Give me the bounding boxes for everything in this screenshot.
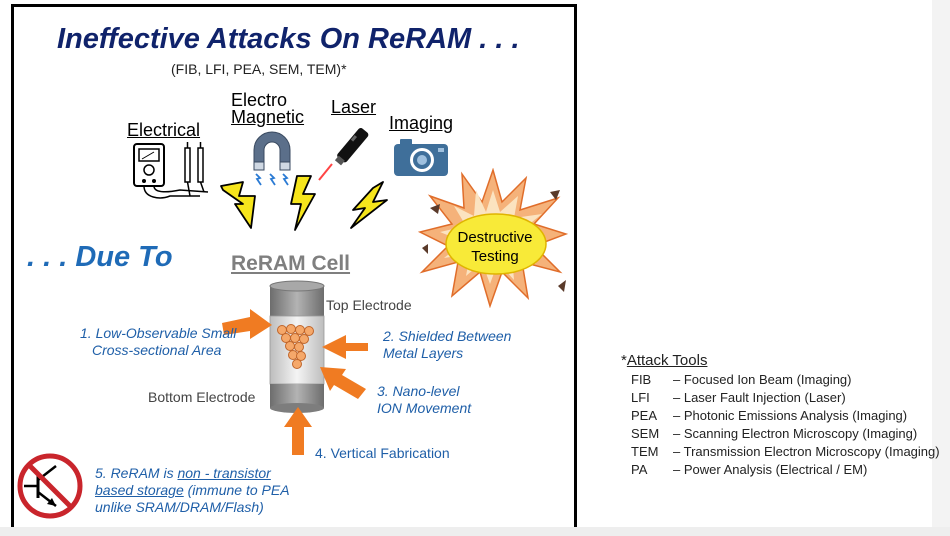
laser-pointer-icon [318,127,369,181]
legend-abbr: PEA [631,408,658,423]
legend-row: LFI – Laser Fault Injection (Laser) [621,389,931,407]
magnet-icon [253,131,291,186]
non-transistor-link[interactable]: non - transistor [177,465,271,481]
page-title: Ineffective Attacks On ReRAM . . . [57,23,520,55]
explosion-burst-icon [418,168,568,308]
ion-filament-group [277,324,314,369]
multimeter-icon [133,142,209,199]
arrow-reason-4 [284,407,312,455]
legend-desc: – Photonic Emissions Analysis (Imaging) [673,408,908,423]
reason-1-label: 1. Low-Observable Small Cross-sectional … [80,325,236,359]
lightning-bolts-group [220,175,388,231]
attack-tools-legend: *Attack Tools FIB – Focused Ion Beam (Ima… [621,352,940,479]
label-laser: Laser [331,97,377,117]
arrow-reason-1 [222,309,272,339]
top-electrode-label: Top Electrode [326,297,412,313]
arrow-reason-3 [320,367,366,399]
reason-5-line2-rest: (immune to PEA [183,482,290,498]
bottom-band [0,527,950,536]
reason-1-line2: Cross-sectional Area [92,342,222,358]
lightning-bolt-icon [290,175,316,231]
legend-row: FIB – Focused Ion Beam (Imaging) [621,371,931,389]
reason-3-line1: 3. Nano-level [377,383,460,399]
label-electrical: Electrical [127,120,201,140]
lightning-bolt-icon [350,181,388,229]
burst-label-line1: Destructive [457,229,533,246]
legend-abbr: TEM [631,444,659,459]
right-edge-band [932,0,950,527]
reason-2-line2: Metal Layers [383,345,464,361]
legend-desc: – Scanning Electron Microscopy (Imaging) [673,426,918,441]
legend-row: TEM – Transmission Electron Microscopy (I… [621,443,940,461]
reram-cell-title: ReRAM Cell [231,252,351,275]
reason-3-line2: ION Movement [377,400,472,416]
page-subtitle: (FIB, LFI, PEA, SEM, TEM)* [171,61,347,77]
legend-abbr: FIB [631,372,652,387]
no-transistor-icon [17,453,83,519]
bottom-electrode-label: Bottom Electrode [148,389,256,405]
legend-title-text: Attack Tools [626,352,708,369]
legend-desc: – Focused Ion Beam (Imaging) [673,372,852,387]
reason-1-line1: 1. Low-Observable Small [80,325,237,341]
arrows-group [222,309,368,455]
reason-5-label: 5. ReRAM is non - transistor based stora… [95,465,290,516]
legend-title: *Attack Tools [621,352,931,369]
reason-2-label: 2. Shielded Between Metal Layers [383,328,511,362]
legend-star: * [621,352,627,369]
label-imaging: Imaging [389,113,454,133]
arrow-reason-2 [322,335,368,359]
legend-abbr: SEM [631,426,660,441]
reason-2-line1: 2. Shielded Between [383,328,512,344]
camera-icon [394,139,448,176]
reason-5-prefix: 5. ReRAM is [95,465,178,481]
reason-5-line3: unlike SRAM/DRAM/Flash) [95,499,264,515]
legend-desc: – Laser Fault Injection (Laser) [673,390,846,405]
legend-row: PA – Power Analysis (Electrical / EM) [621,461,931,479]
legend-desc: – Transmission Electron Microscopy (Imag… [673,444,940,459]
based-storage-link[interactable]: based storage [95,482,184,498]
legend-row: SEM – Scanning Electron Microscopy (Imagi… [621,425,931,443]
lightning-bolt-icon [220,181,256,229]
legend-abbr: PA [631,462,648,477]
legend-row: PEA – Photonic Emissions Analysis (Imagin… [621,407,931,425]
label-magnetic: Magnetic [231,107,305,127]
reason-3-label: 3. Nano-level ION Movement [377,383,471,417]
burst-label-line2: Testing [471,248,519,265]
legend-desc: – Power Analysis (Electrical / EM) [673,462,868,477]
due-to-heading: . . . Due To [27,241,173,273]
label-electro: Electro [231,90,288,110]
burst-label: Destructive Testing [440,228,550,266]
legend-abbr: LFI [631,390,650,405]
reason-4-label: 4. Vertical Fabrication [315,445,450,461]
reram-cell-diagram [269,280,325,413]
